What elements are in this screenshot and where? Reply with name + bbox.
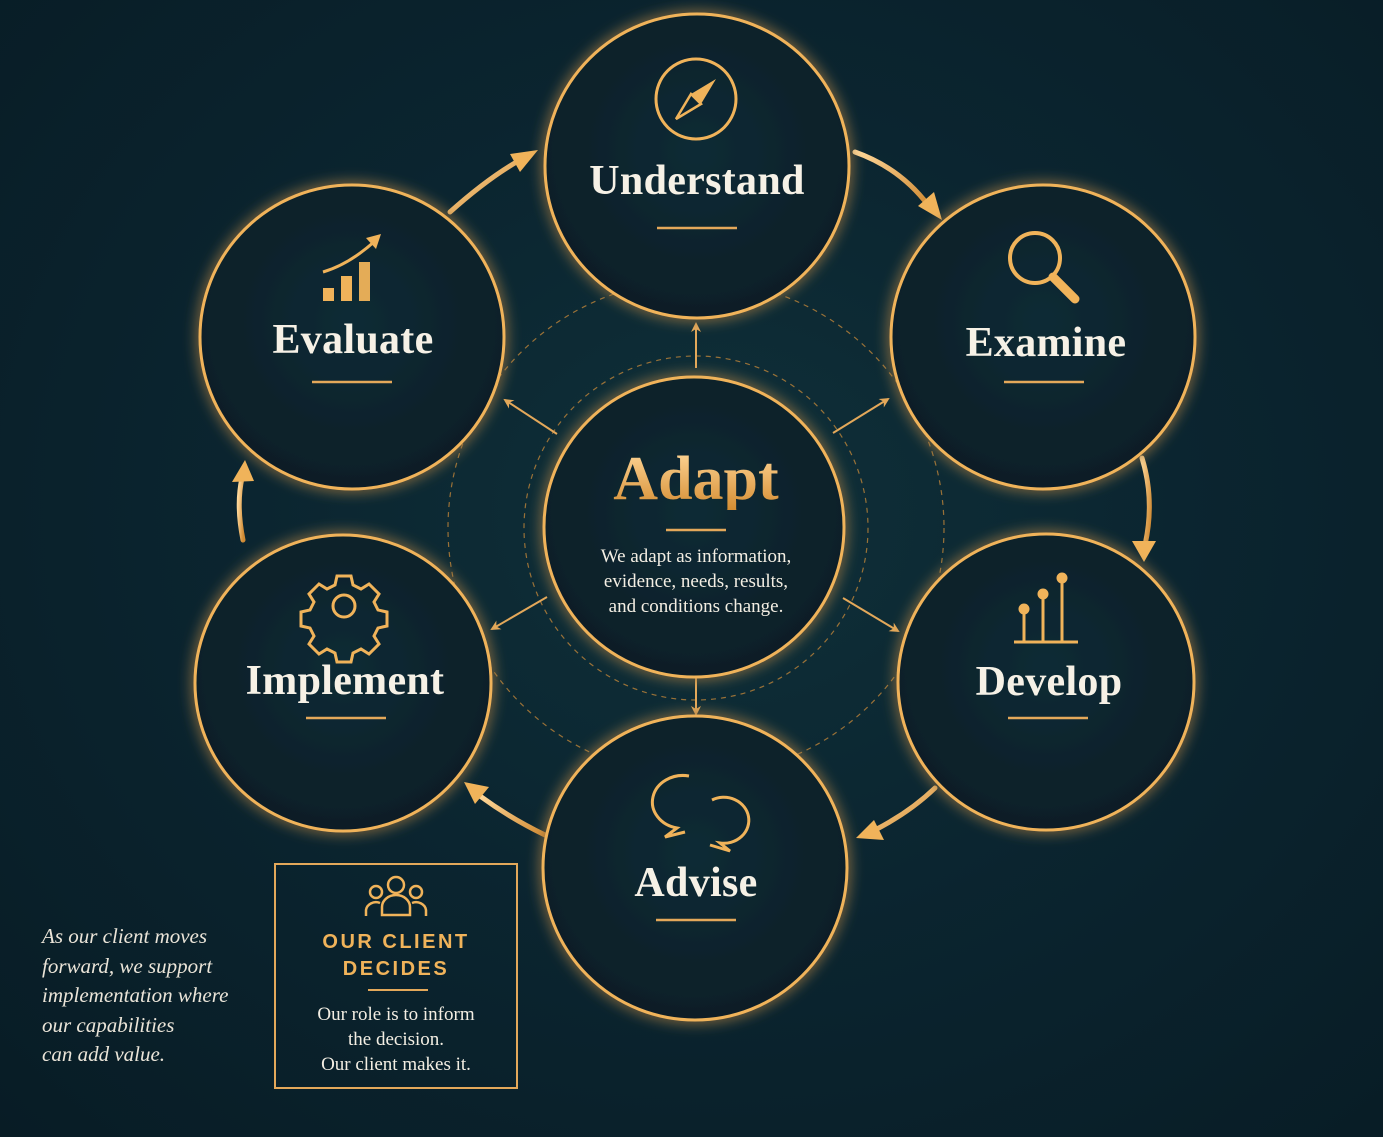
circle-adapt-center [542,375,846,679]
client-decides-title-line: OUR CLIENT [322,931,470,953]
speech-bubbles-icon [650,774,751,853]
side-note-line: As our client moves [42,924,208,948]
people-group-icon [364,875,428,917]
label-underlines [306,226,1088,922]
growth-chart-icon [322,234,381,301]
circle-implement [193,533,493,833]
circle-understand [543,12,851,320]
arrow-advise-to-implement [477,793,548,838]
side-note-line: our capabilities [42,1012,175,1037]
stage-label-develop: Develop [975,659,1123,705]
stage-label-evaluate: Evaluate [272,317,434,363]
stage-label-implement: Implement [245,658,445,704]
center-title: Adapt [546,448,846,510]
client-decides-body-line: Our role is to inform [317,1004,475,1025]
arrow-implement-to-evaluate [236,475,246,543]
arrow-understand-to-examine [852,149,931,208]
circle-advise [541,714,849,1022]
client-decides-body-line: the decision. [347,1029,445,1050]
client-decides-box: OUR CLIENT DECIDES Our role is to inform… [274,863,518,1089]
client-decides-rule [368,989,428,991]
stage-label-examine: Examine [965,320,1127,366]
client-decides-title-line: DECIDES [342,958,450,980]
stage-label-advise: Advise [634,860,758,906]
circle-evaluate [198,183,506,491]
lollipop-chart-icon [1014,572,1078,644]
arrow-develop-to-advise [872,785,938,833]
side-note-line: implementation where [42,983,229,1007]
circle-develop [896,532,1196,832]
center-description: We adapt as information, evidence, needs… [558,544,834,619]
arrow-examine-to-develop [1139,455,1152,548]
side-note: As our client moves forward, we support … [42,922,282,1070]
radial-arrows [490,322,900,716]
stage-label-understand: Understand [589,158,805,204]
cycle-arrowheads [232,150,1156,840]
center-description-line: We adapt as information, [600,546,792,567]
center-description-line: and conditions change. [608,596,784,617]
circle-examine [889,183,1197,491]
magnifier-icon [1008,231,1080,304]
gear-icon [299,574,389,664]
arrow-evaluate-to-understand [447,157,523,215]
compass-icon [654,57,738,141]
side-note-line: can add value. [42,1042,166,1066]
client-decides-title: OUR CLIENT DECIDES [276,929,516,983]
cycle-arrows [236,149,1152,838]
stage-circles [193,12,1197,1022]
client-decides-body-line: Our client makes it. [321,1054,471,1075]
outer-dashed-ring [447,279,945,777]
client-decides-body: Our role is to inform the decision. Our … [276,1002,516,1077]
center-description-line: evidence, needs, results, [603,571,789,592]
side-note-line: forward, we support [42,953,213,978]
